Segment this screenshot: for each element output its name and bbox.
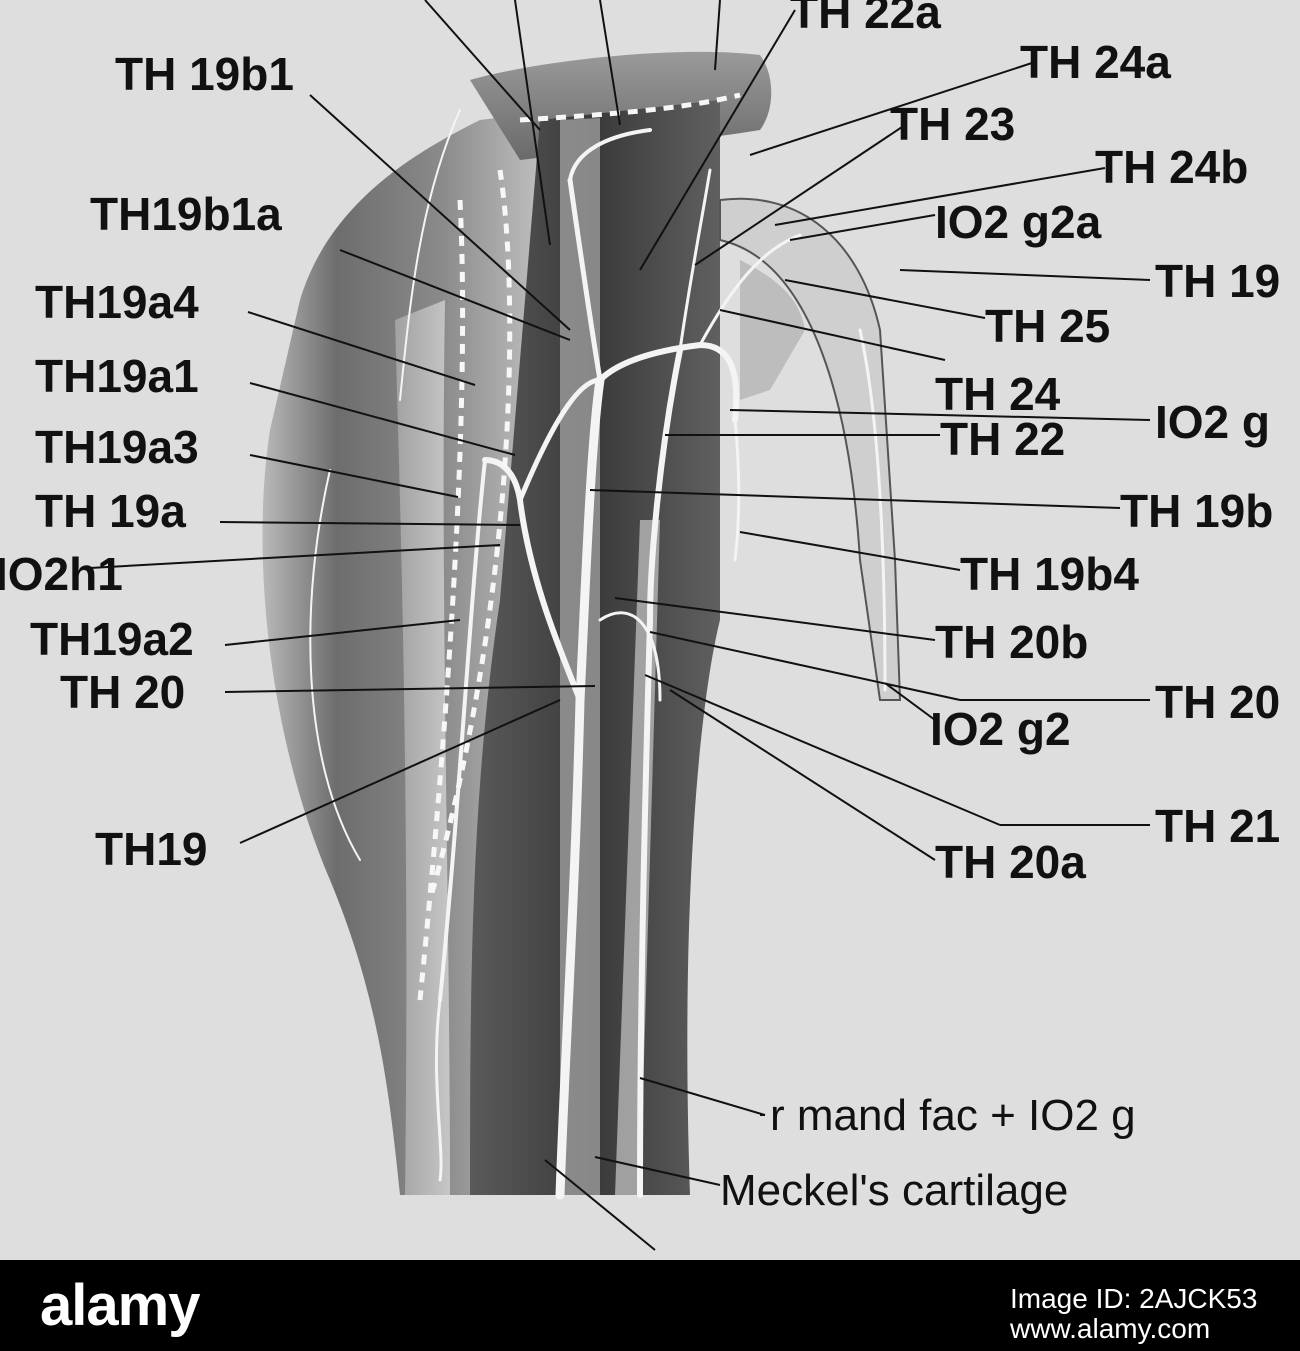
right-sheet-shape — [719, 197, 902, 701]
watermark-image-id: Image ID: 2AJCK53 — [1010, 1283, 1258, 1314]
label-th19-right: TH 19 — [1155, 255, 1280, 307]
label-th22a: TH 22a — [790, 0, 941, 38]
label-th19a2: TH19a2 — [30, 613, 194, 665]
label-th19b1a: TH19b1a — [90, 188, 282, 240]
label-io2g2: IO2 g2 — [930, 703, 1071, 755]
anatomical-diagram: TH 19b1 TH19b1a TH19a4 TH19a1 TH19a3 TH … — [0, 0, 1281, 1251]
dashed-nerves — [417, 92, 741, 1001]
label-meckels-cartilage: Meckel's cartilage — [720, 1166, 1068, 1215]
label-th19a1: TH19a1 — [35, 350, 199, 402]
label-io2h1: IO2h1 — [0, 548, 123, 600]
label-th19b: TH 19b — [1120, 485, 1273, 537]
label-th19a4: TH19a4 — [35, 276, 199, 328]
label-io2g2a: IO2 g2a — [935, 196, 1102, 248]
label-th19b1: TH 19b1 — [115, 48, 294, 100]
watermark-logo: alamy — [40, 1272, 200, 1339]
alamy-logo-icon: alamy — [40, 1273, 200, 1338]
label-th20-left: TH 20 — [60, 666, 185, 718]
watermark-url: www.alamy.com — [1010, 1313, 1211, 1344]
label-th20-right: TH 20 — [1155, 676, 1280, 728]
label-r-mand-fac: r mand fac + IO2 g — [770, 1091, 1136, 1140]
label-th19a3: TH19a3 — [35, 421, 199, 473]
label-th21: TH 21 — [1155, 800, 1280, 852]
label-th22: TH 22 — [940, 413, 1065, 465]
label-th24a: TH 24a — [1020, 36, 1171, 88]
leader-lines — [89, 0, 1151, 1251]
diagram-svg: TH 19b1 TH19b1a TH19a4 TH19a1 TH19a3 TH … — [0, 0, 1280, 1251]
label-th23: TH 23 — [890, 98, 1015, 150]
label-th20a: TH 20a — [935, 836, 1086, 888]
watermark-bar: alamy Image ID: 2AJCK53 www.alamy.com — [0, 1260, 1300, 1351]
label-th25: TH 25 — [985, 300, 1110, 352]
label-th24: TH 24 — [935, 368, 1061, 420]
label-th20b: TH 20b — [935, 616, 1088, 668]
label-th19a: TH 19a — [35, 485, 186, 537]
label-io2g-right: IO2 g — [1155, 396, 1270, 448]
label-th19b4: TH 19b4 — [960, 548, 1139, 600]
right-sheet-shape-2 — [740, 260, 805, 400]
label-th24b: TH 24b — [1095, 141, 1248, 193]
label-th19-left: TH19 — [95, 823, 207, 875]
